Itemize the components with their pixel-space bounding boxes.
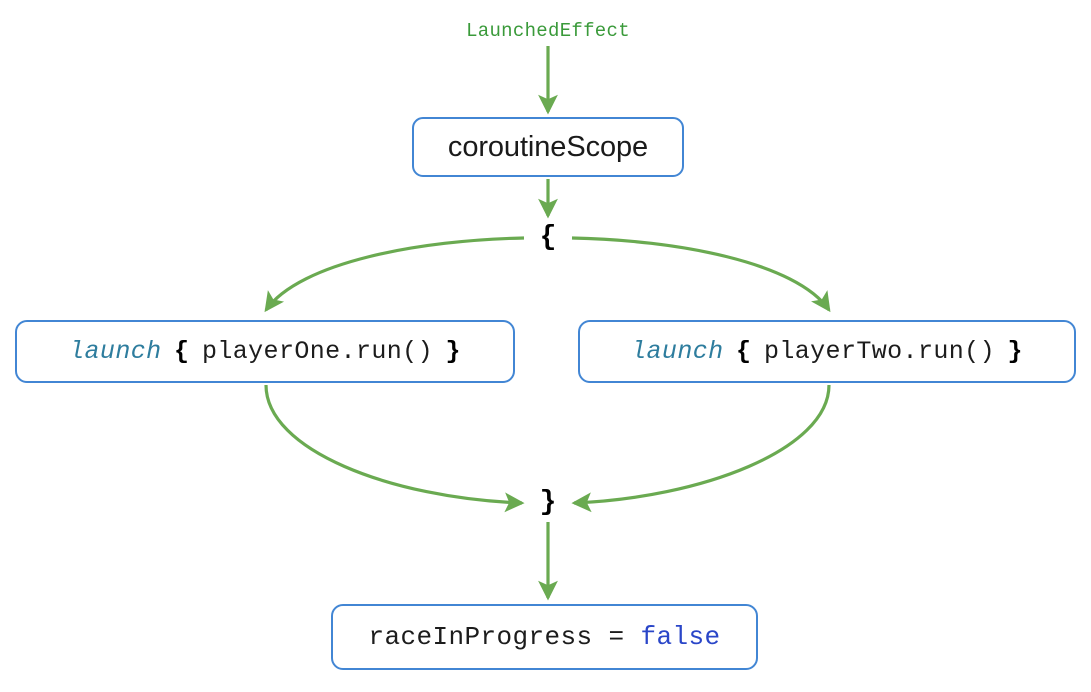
- launch-one-open-brace: {: [174, 337, 190, 366]
- result-assignment: raceInProgress =: [368, 622, 641, 652]
- launch-one-body: playerOne.run(): [201, 337, 433, 366]
- launch-one-code: launch { playerOne.run()}: [69, 337, 461, 366]
- edge-open-brace-to-launch-one: [264, 236, 525, 313]
- launch-two-code: launch { playerTwo.run()}: [631, 337, 1023, 366]
- node-launch-player-two[interactable]: launch { playerTwo.run()}: [578, 320, 1076, 383]
- launch-one-close-brace: }: [445, 337, 461, 366]
- node-coroutine-scope[interactable]: coroutineScope: [412, 117, 684, 177]
- edge-launch-two-to-close-brace: [571, 384, 831, 513]
- node-close-brace: }: [539, 487, 557, 518]
- launch-two-close-brace: }: [1007, 337, 1023, 366]
- edge-launch-one-to-close-brace: [264, 384, 525, 513]
- launch-two-open-brace: {: [736, 337, 752, 366]
- launch-one-keyword: launch: [69, 337, 162, 366]
- result-code: raceInProgress = false: [368, 622, 720, 652]
- launched-effect-label: LaunchedEffect: [466, 20, 630, 42]
- node-race-in-progress[interactable]: raceInProgress = false: [331, 604, 758, 670]
- edge-open-brace-to-launch-two: [571, 236, 831, 313]
- result-value: false: [640, 622, 721, 652]
- launch-two-body: playerTwo.run(): [763, 337, 995, 366]
- node-open-brace: {: [539, 222, 557, 253]
- node-coroutine-scope-label: coroutineScope: [447, 130, 649, 163]
- node-launch-player-one[interactable]: launch { playerOne.run()}: [15, 320, 515, 383]
- launch-two-keyword: launch: [631, 337, 724, 366]
